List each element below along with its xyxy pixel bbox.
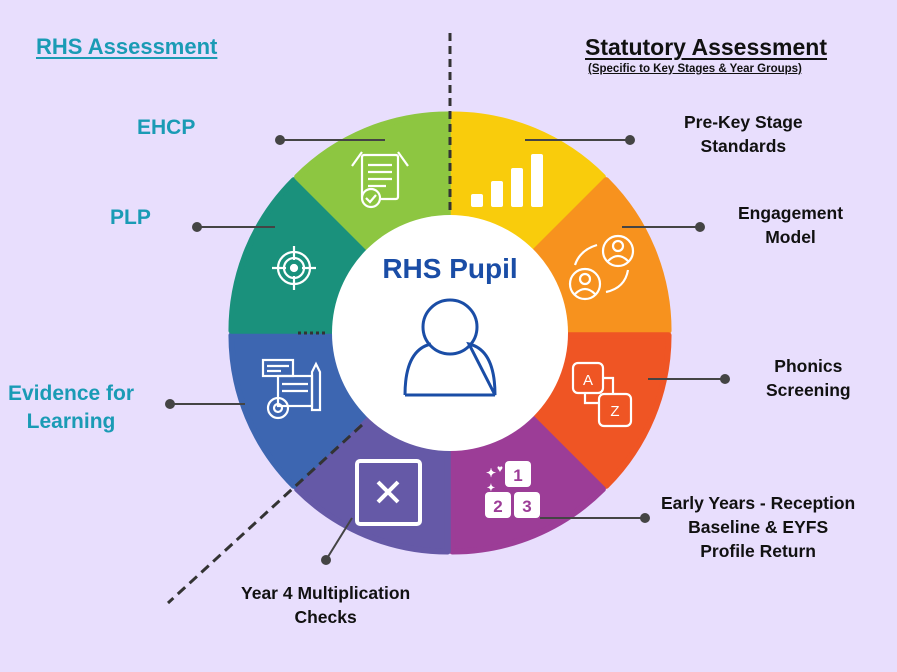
- planning-gear-icon: [261, 358, 322, 420]
- target-icon: [272, 246, 316, 290]
- leader-evidence: [165, 399, 245, 409]
- a-z-cards-icon: A Z: [571, 361, 633, 428]
- svg-text:✦: ✦: [486, 466, 496, 480]
- svg-text:2: 2: [493, 497, 502, 516]
- people-exchange-icon: [568, 234, 635, 301]
- center-circle: [332, 215, 568, 451]
- leader-ehcp: [275, 135, 385, 145]
- leader-phonics: [648, 374, 730, 384]
- statutory-assessment-header: Statutory Assessment: [585, 34, 828, 60]
- bar-chart-icon: [471, 154, 543, 207]
- multiply-icon: [355, 459, 422, 526]
- leader-plp: [192, 222, 275, 232]
- label-plp: PLP: [110, 206, 151, 229]
- label-ehcp: EHCP: [137, 116, 196, 139]
- documents-check-icon: [351, 151, 409, 209]
- leader-engagement: [622, 222, 705, 232]
- person-icon: [403, 298, 497, 397]
- leader-early-years: [540, 513, 650, 523]
- number-blocks-icon: 12 3 ✦ ✦♥: [485, 461, 540, 518]
- svg-text:A: A: [583, 372, 593, 389]
- center-title: RHS Pupil: [382, 253, 518, 284]
- divider-diagonal: [166, 423, 364, 605]
- leader-pre-key-stage: [525, 135, 635, 145]
- statutory-assessment-subheader: (Specific to Key Stages & Year Groups): [588, 63, 802, 75]
- svg-text:3: 3: [522, 497, 531, 516]
- svg-text:♥: ♥: [497, 464, 503, 475]
- rhs-assessment-header: RHS Assessment: [36, 34, 218, 59]
- leader-multiplication: [321, 517, 353, 565]
- svg-text:1: 1: [513, 466, 522, 485]
- svg-text:Z: Z: [610, 403, 619, 420]
- svg-text:✦: ✦: [487, 483, 495, 494]
